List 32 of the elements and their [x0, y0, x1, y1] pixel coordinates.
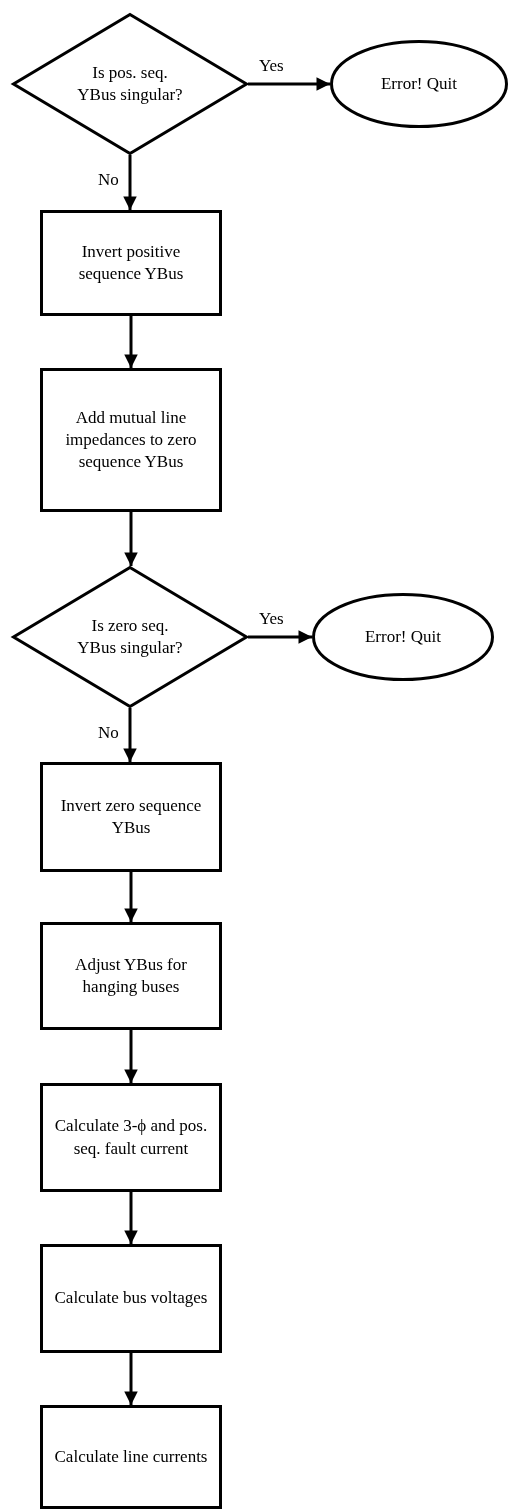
arrow — [248, 77, 330, 91]
process-box — [40, 368, 222, 512]
process-box — [40, 210, 222, 316]
decision-text: Is zero seq. YBus singular? — [76, 614, 184, 659]
arrow — [124, 1030, 138, 1083]
arrow — [248, 630, 312, 644]
terminal-ellipse — [330, 40, 508, 128]
arrow — [123, 155, 137, 210]
process-box — [40, 1083, 222, 1192]
decision-text: Is pos. seq. YBus singular? — [76, 61, 184, 106]
terminal-text: Error! Quit — [364, 625, 442, 648]
decision-diamond — [12, 566, 248, 708]
arrow — [124, 872, 138, 922]
process-text: Invert positive sequence YBus — [77, 240, 185, 285]
process-text: Invert zero sequence YBus — [59, 794, 203, 839]
arrow — [124, 1192, 138, 1244]
arrow — [124, 512, 138, 566]
decision-diamond — [12, 13, 248, 155]
arrow — [123, 708, 137, 762]
arrow — [124, 316, 138, 368]
terminal-text: Error! Quit — [380, 72, 458, 95]
process-text: Calculate bus voltages — [53, 1287, 209, 1310]
process-text: Add mutual line impedances to zero sequence YBus — [64, 406, 198, 474]
process-text: Adjust YBus for hanging buses — [74, 953, 188, 998]
process-box — [40, 1405, 222, 1509]
terminal-ellipse — [312, 593, 494, 681]
process-text: Calculate line currents — [53, 1445, 209, 1468]
process-box — [40, 762, 222, 872]
process-text: Calculate 3-ϕ and pos. seq. fault current — [53, 1115, 209, 1160]
arrow — [124, 1353, 138, 1405]
process-box — [40, 922, 222, 1030]
process-box — [40, 1244, 222, 1353]
